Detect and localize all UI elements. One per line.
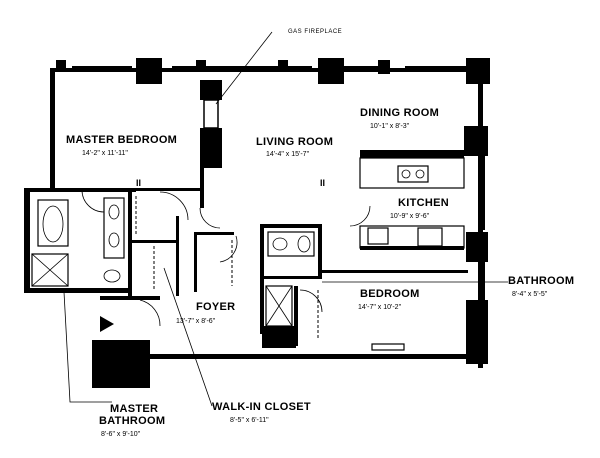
room-dims: 10'-1" x 8'-3" xyxy=(370,123,410,130)
callout-name: BATHROOM xyxy=(508,275,574,287)
callout-name-line2: BATHROOM xyxy=(99,415,165,427)
room-label-bedroom: BEDROOM 14'-7" x 10'-2" xyxy=(358,288,420,311)
callout-dims: 8'-4" x 5'-5" xyxy=(512,291,548,298)
room-dims: 14'-4" x 15'-7" xyxy=(266,151,310,158)
interior-walls xyxy=(24,80,468,346)
svg-text:II: II xyxy=(320,178,325,188)
callout-name: WALK-IN CLOSET xyxy=(212,401,311,413)
room-label-living-room: LIVING ROOM 14'-4" x 15'-7" xyxy=(256,136,333,158)
room-name: KITCHEN xyxy=(398,197,449,209)
exterior-walls xyxy=(50,66,485,368)
fixtures: II II xyxy=(31,165,443,351)
column xyxy=(466,58,490,84)
callout-gas-fireplace: GAS FIREPLACE xyxy=(215,29,342,105)
room-dims: 13'-7" x 8'-6" xyxy=(176,318,216,325)
svg-text:II: II xyxy=(136,178,141,188)
column xyxy=(56,60,66,72)
column xyxy=(378,60,390,74)
room-dims: 10'-9" x 9'-6" xyxy=(390,213,430,220)
room-label-foyer: FOYER 13'-7" x 8'-6" xyxy=(176,301,235,325)
leader-line xyxy=(63,291,112,403)
callout-dims: 8'-6" x 9'-10" xyxy=(101,431,141,438)
column xyxy=(196,60,206,72)
entry-arrow-icon xyxy=(100,316,114,332)
room-name: BEDROOM xyxy=(360,288,420,300)
callout-master-bathroom: MASTER BATHROOM 8'-6" x 9'-10" xyxy=(63,291,165,438)
callout-name: GAS FIREPLACE xyxy=(288,29,342,35)
room-name: MASTER BEDROOM xyxy=(66,134,177,146)
room-dims: 14'-2" x 11'-11" xyxy=(82,150,128,157)
columns xyxy=(56,58,490,388)
column xyxy=(92,340,150,388)
column xyxy=(466,232,488,262)
column xyxy=(318,58,344,84)
column xyxy=(278,60,288,72)
callout-walk-in-closet: WALK-IN CLOSET 8'-5" x 6'-11" xyxy=(163,267,311,424)
leader-line xyxy=(215,31,273,105)
column xyxy=(466,300,488,364)
room-dims: 14'-7" x 10'-2" xyxy=(358,304,402,311)
callout-name-line1: MASTER xyxy=(110,403,158,415)
column xyxy=(136,58,162,84)
room-label-master-bedroom: MASTER BEDROOM 14'-2" x 11'-11" xyxy=(66,134,177,157)
column xyxy=(262,326,296,348)
room-label-dining-room: DINING ROOM 10'-1" x 8'-3" xyxy=(360,107,439,130)
callout-dims: 8'-5" x 6'-11" xyxy=(230,417,269,424)
leader-line xyxy=(163,267,213,407)
room-name: DINING ROOM xyxy=(360,107,439,119)
callout-bathroom: BATHROOM 8'-4" x 5'-5" xyxy=(322,275,574,298)
room-name: FOYER xyxy=(196,301,235,313)
room-label-kitchen: KITCHEN 10'-9" x 9'-6" xyxy=(390,197,449,220)
column xyxy=(464,126,488,156)
room-name: LIVING ROOM xyxy=(256,136,333,148)
